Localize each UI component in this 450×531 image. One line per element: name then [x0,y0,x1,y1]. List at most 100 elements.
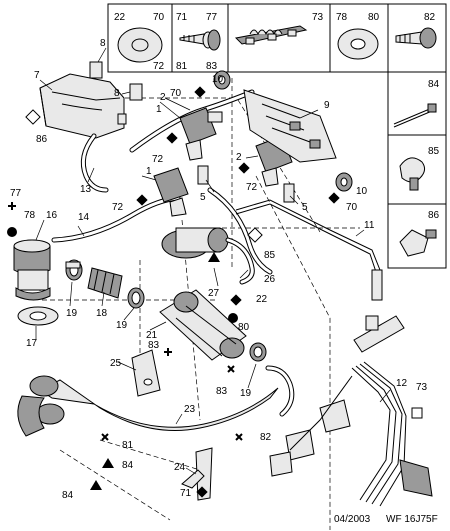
callout-8-lower: 8 [114,88,120,99]
callout-24: 24 [174,462,186,473]
marker-cross-82 [235,433,243,441]
callout-83-lower: 83 [216,386,228,397]
callout-73: 73 [416,382,428,393]
callout-2-middle: 2 [236,152,242,163]
egr-cooler-21 [159,289,247,361]
mounting-bracket-9 [243,89,337,163]
marker-dot-80 [228,313,238,323]
callout-22: 22 [256,294,268,305]
callout-72-upper: 72 [152,154,164,165]
callout-5-left: 5 [200,192,206,203]
clamp-19-left [65,259,83,281]
marker-cross-83 [227,365,235,373]
marker-square-22 [230,294,242,306]
callout-84-lower: 84 [62,490,74,501]
clamp-19-right [249,342,267,362]
callout-78: 78 [24,210,36,221]
pipe-clip-73: 73 [234,12,324,45]
callout-1: 1 [156,104,162,115]
callout-5-right: 5 [302,202,308,213]
callout-19-middle: 19 [116,320,128,331]
callout-19-left: 19 [66,308,78,319]
inset-label-72: 72 [153,61,165,72]
inset-label-85: 85 [428,146,440,157]
footer-date: 04/2003 [334,514,371,525]
connector-5-left [197,165,209,185]
side-inset-strip: 84 85 86 [387,71,447,269]
inset-label-70: 70 [153,12,165,23]
top-inset-strip: 22 70 72 71 77 81 83 73 [107,3,447,73]
fitting-86: 86 [399,210,440,257]
marker-triangle-27 [208,252,220,262]
callout-labels: 7 8 8 10 70 2 1 9 86 72 2 1 72 13 77 10 … [10,38,428,501]
egr-pipe-23 [17,375,279,437]
marker-plus-77 [8,202,16,210]
callout-13: 13 [80,184,92,195]
marker-plus-83 [164,348,172,356]
inset-label-81: 81 [176,61,188,72]
callout-80: 80 [238,322,250,333]
inset-label-86: 86 [428,210,440,221]
marker-square-70-top [194,86,206,98]
sleeve-18 [87,267,123,299]
bracket-25 [131,349,161,397]
marker-hollow-73 [411,407,423,419]
callout-7: 7 [34,70,40,81]
bolt-82: 82 [395,12,437,49]
callout-21: 21 [146,330,158,341]
gasket-8-lower [129,83,143,101]
egr-valve-16 [13,239,51,301]
callout-72-middle: 72 [246,182,258,193]
callout-83-upper: 83 [148,340,160,351]
washer-78-80: 78 80 [336,12,380,60]
callout-19-right: 19 [240,388,252,399]
actuator-27 [161,227,255,285]
marker-dot-78 [7,227,17,237]
grommet-10-lower [335,172,353,192]
clamp-19-middle [127,287,145,309]
inset-label-73: 73 [312,12,324,23]
inset-label-71: 71 [176,12,188,23]
callout-86: 86 [36,134,48,145]
callout-9: 9 [324,100,330,111]
inset-label-83: 83 [206,61,218,72]
callout-1-lower: 1 [146,166,152,177]
callout-84-upper: 84 [122,460,134,471]
inset-label-82: 82 [424,12,436,23]
inset-label-84: 84 [428,79,440,90]
solenoid-valve-upper [179,107,223,161]
marker-triangle-84-lower [90,480,102,490]
solenoid-valve-lower-1 [153,167,189,217]
hose-clip-85: 85 [399,146,440,191]
washer-22-70-72: 22 70 72 [114,12,165,72]
marker-hollow-86 [25,109,41,125]
inset-label-22: 22 [114,12,126,23]
callout-70-upper: 70 [170,88,182,99]
sensor-right [353,315,405,353]
hose-26 [207,187,273,275]
callout-17: 17 [26,338,38,349]
gasket-8-upper [89,61,103,79]
marker-hollow-85 [247,227,263,243]
footer-reference-code: WF 16J75F [386,514,438,525]
callout-10-lower: 10 [356,186,368,197]
callout-16: 16 [46,210,58,221]
marker-cross-81 [101,433,109,441]
legend-markers [7,86,423,498]
callout-2-upper: 2 [160,92,166,103]
inset-label-77: 77 [206,12,218,23]
callout-82: 82 [260,432,272,443]
gasket-17 [17,306,59,326]
callout-23: 23 [184,404,196,415]
wiring-harness-12 [269,361,433,507]
pipe-11 [235,199,383,301]
callout-71: 71 [180,488,192,499]
marker-square-70-right [328,192,340,204]
flexible-pipe [265,365,295,417]
callout-14: 14 [78,212,90,223]
callout-11: 11 [364,220,375,231]
callout-10-upper: 10 [212,74,224,85]
callout-27: 27 [208,288,220,299]
marker-triangle-84-upper [102,458,114,468]
